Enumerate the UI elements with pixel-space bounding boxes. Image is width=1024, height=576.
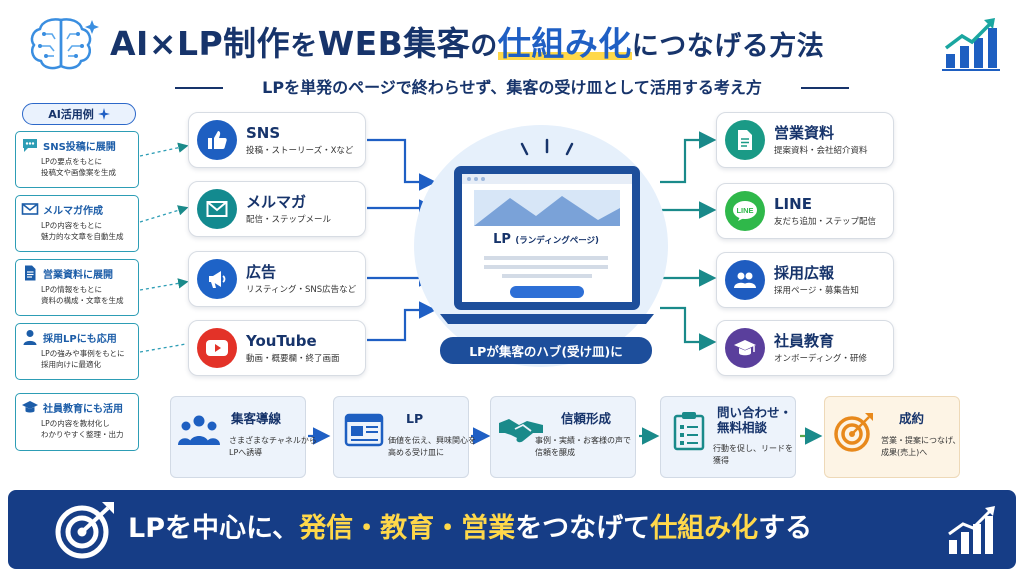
ai-example-desc: LPの情報をもとに資料の構成・文章を生成 (41, 285, 124, 305)
ai-example-card-sales-doc: 営業資料に展開 LPの情報をもとに資料の構成・文章を生成 (15, 259, 139, 316)
ai-example-title: 営業資料に展開 (43, 269, 113, 281)
mail-icon (21, 203, 39, 215)
source-sub: リスティング・SNS広告など (246, 284, 357, 295)
flow-step-title: 集客導線 (231, 411, 282, 426)
source-name: YouTube (246, 331, 317, 350)
output-name: 社員教育 (774, 331, 835, 350)
source-sub: 配信・ステップメール (246, 214, 332, 225)
ai-examples-badge: AI活用例 (22, 103, 136, 125)
output-name: LINE (774, 194, 812, 213)
flow-step-contract: 成約 営業・提案につなげ、成果(売上)へ (824, 396, 960, 478)
output-card-sales-doc: 営業資料提案資料・会社紹介資料 (716, 112, 894, 168)
flow-step-title: 成約 (899, 411, 925, 426)
ai-example-card-sns: SNS投稿に展開 LPの要点をもとに投稿文や画像案を生成 (15, 131, 139, 188)
flow-step-desc: 事例・実績・お客様の声で信頼を醸成 (535, 436, 631, 457)
ai-example-card-training: 社員教育にも活用 LPの内容を教材化しわかりやすく整理・出力 (15, 393, 139, 451)
brain-circuit-icon (30, 18, 99, 70)
target-icon (55, 502, 114, 559)
flow-step-trust: 信頼形成 事例・実績・お客様の声で信頼を醸成 (490, 396, 636, 478)
ai-example-title: SNS投稿に展開 (43, 141, 116, 153)
flow-step-desc: 営業・提案につなげ、成果(売上)へ (881, 436, 961, 457)
bottom-banner (8, 490, 1016, 569)
growth-chart-icon (948, 506, 995, 554)
source-name: SNS (246, 123, 281, 142)
sparkle-icon (97, 108, 110, 120)
flow-step-lp: LP 価値を伝え、興味関心を高める受け皿に (333, 396, 476, 478)
source-card-youtube: YouTube 動画・概要欄・終了画面 (188, 320, 366, 376)
output-card-line: LINE LINE 友だち追加・ステップ配信 (716, 183, 894, 239)
output-name: 採用広報 (774, 263, 835, 282)
output-sub: 提案資料・会社紹介資料 (774, 145, 868, 156)
flow-step-title: LP (406, 411, 424, 426)
graduation-cap-icon (725, 328, 765, 368)
graduation-cap-icon (22, 401, 38, 413)
flow-step-desc: 行動を促し、リードを獲得 (713, 444, 793, 465)
ai-example-desc: LPの内容を教材化しわかりやすく整理・出力 (41, 419, 124, 439)
clipboard-icon (673, 412, 705, 451)
flow-step-desc: 価値を伝え、興味関心を高める受け皿に (388, 436, 476, 457)
ai-example-title: 採用LPにも応用 (43, 333, 117, 345)
people-icon (725, 260, 765, 300)
megaphone-icon (197, 259, 237, 299)
growth-chart-icon (942, 18, 1000, 71)
thumbs-up-icon (197, 120, 237, 160)
subtitle-row: LPを単発のページで終わらせず、集客の受け皿として活用する考え方 (175, 74, 849, 100)
ai-example-desc: LPの強みや事例をもとに採用向けに最適化 (41, 349, 125, 369)
banner-message: LPを中心に、発信・教育・営業をつなげて仕組み化する (128, 513, 813, 544)
output-sub: 友だち追加・ステップ配信 (774, 216, 877, 227)
output-card-training: 社員教育オンボーディング・研修 (716, 320, 894, 376)
people-group-icon (178, 415, 220, 445)
subtitle-rule-left (175, 87, 223, 89)
flow-step-title: 信頼形成 (561, 411, 612, 426)
flow-step-title: 問い合わせ・無料相談 (717, 405, 793, 435)
source-sub: 動画・概要欄・終了画面 (246, 353, 340, 364)
output-name: 営業資料 (774, 123, 835, 142)
hub-badge: LPが集客のハブ(受け皿)に (440, 337, 652, 364)
output-sub: 採用ページ・募集告知 (774, 285, 859, 296)
source-name: メルマガ (246, 192, 307, 211)
document-icon (25, 265, 36, 281)
source-card-ads: 広告リスティング・SNS広告など (188, 251, 366, 307)
ai-examples-label: AI活用例 (48, 108, 94, 121)
ai-example-desc: LPの要点をもとに投稿文や画像案を生成 (41, 157, 116, 177)
play-icon (197, 328, 237, 368)
mail-icon (197, 189, 237, 229)
document-icon (725, 120, 765, 160)
flow-step-inquiry: 問い合わせ・無料相談 行動を促し、リードを獲得 (660, 396, 796, 478)
svg-text:LINE: LINE (736, 206, 753, 215)
source-card-sns: SNS 投稿・ストーリーズ・Xなど (188, 112, 366, 168)
ai-example-card-mail: メルマガ作成 LPの内容をもとに魅力的な文章を自動生成 (15, 195, 139, 252)
ai-example-title: メルマガ作成 (43, 205, 103, 217)
ai-example-desc: LPの内容をもとに魅力的な文章を自動生成 (41, 221, 124, 241)
subtitle: LPを単発のページで終わらせず、集客の受け皿として活用する考え方 (262, 78, 762, 97)
page-title: AI×LP制作をWEB集客の仕組み化につなげる方法 (110, 24, 825, 63)
ai-example-title: 社員教育にも活用 (43, 403, 123, 415)
person-icon (23, 330, 37, 345)
source-name: 広告 (246, 262, 277, 281)
output-card-recruit-pr: 採用広報採用ページ・募集告知 (716, 252, 894, 308)
line-icon: LINE (725, 191, 765, 231)
subtitle-rule-right (801, 87, 849, 89)
handshake-icon (499, 419, 543, 443)
ai-example-card-recruit: 採用LPにも応用 LPの強みや事例をもとに採用向けに最適化 (15, 323, 139, 380)
output-sub: オンボーディング・研修 (774, 353, 867, 364)
source-card-newsletter: メルマガ配信・ステップメール (188, 181, 366, 237)
chat-bubble-icon (23, 139, 37, 152)
browser-window-icon (344, 413, 384, 447)
lp-label: LP (ランディングページ) (493, 232, 599, 247)
target-icon (834, 413, 873, 452)
source-sub: 投稿・ストーリーズ・Xなど (246, 145, 354, 156)
laptop-icon (440, 138, 654, 324)
